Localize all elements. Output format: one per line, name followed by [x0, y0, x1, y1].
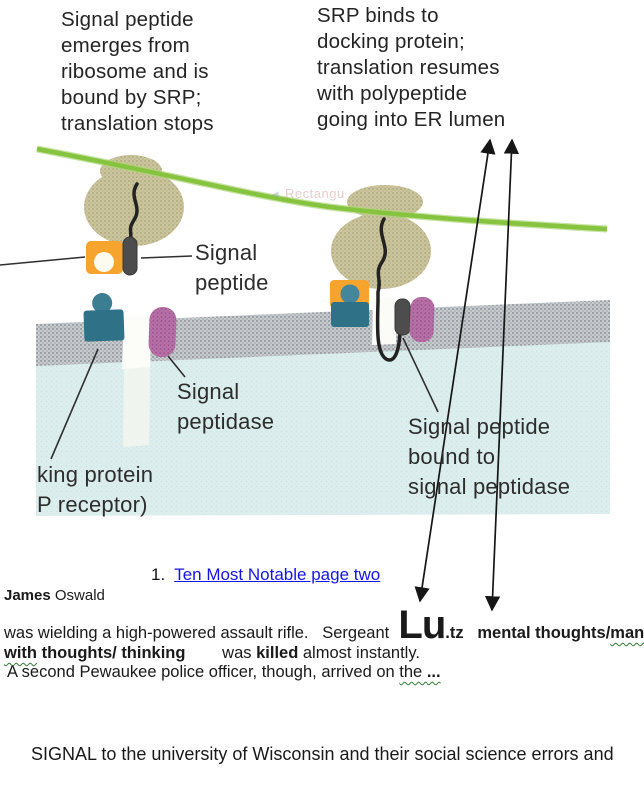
translocon-gap-right — [372, 297, 397, 345]
text-segment: almost instantly. — [298, 644, 420, 662]
caption-left: Signal peptide emerges from ribosome and… — [61, 8, 214, 135]
byline: James Oswald — [4, 587, 105, 604]
text-segment: A second Pewaukee police officer, though… — [7, 663, 400, 681]
text-segment: ... — [426, 663, 441, 681]
text-segment: mental thoughts/ — [477, 624, 611, 642]
label-signal-peptide: Signal peptide — [195, 240, 269, 295]
label-docking-protein: king protein P receptor) — [37, 462, 154, 517]
text-segment: killed — [256, 644, 299, 662]
text-segment: man — [610, 624, 644, 642]
list-number: 1. — [151, 565, 166, 584]
signal-peptide-rod-left — [122, 236, 138, 276]
annotation-arrows — [414, 138, 520, 612]
signal-peptidase-right — [409, 296, 435, 343]
label-signal-peptide-bound: Signal peptide bound to signal peptidase — [408, 414, 571, 499]
nascent-polypeptide-right — [375, 217, 402, 362]
mrna-strand-core — [36, 146, 608, 232]
arrow-lu-to-er-lumen — [414, 138, 496, 603]
srp-right — [330, 280, 369, 308]
leader-srp-left-edge — [0, 256, 86, 266]
para2: SIGNAL to the university of Wisconsin an… — [31, 701, 614, 794]
label-signal-peptidase: Signal peptidase — [177, 379, 275, 434]
snip-watermark: ◂ Rectangu — [272, 186, 345, 202]
leader-signal-peptide — [140, 255, 193, 259]
text-segment: with — [4, 644, 37, 662]
nascent-polypeptide-left — [128, 182, 139, 242]
para1-line1: was wielding a high-powered assault rifl… — [4, 603, 644, 647]
para2-line1: SIGNAL to the university of Wisconsin an… — [31, 744, 614, 766]
text-segment — [185, 644, 222, 662]
docking-protein-left — [83, 293, 125, 342]
text-segment: SIGNAL to the university of Wisconsin an… — [31, 744, 614, 764]
leader-docking-protein — [50, 348, 99, 460]
text-segment: Lu — [398, 603, 446, 647]
signal-peptidase-left — [148, 307, 177, 358]
leader-signal-peptidase — [167, 355, 186, 378]
text-segment: thoughts/ thinking — [37, 644, 186, 662]
text-segment: the — [399, 663, 427, 681]
translocon-gap-left — [122, 315, 152, 369]
para1-line3: A second Pewaukee police officer, though… — [7, 663, 441, 682]
arrow-mental-to-er-lumen — [484, 138, 520, 612]
text-segment: Oswald — [50, 587, 105, 604]
srp-left — [86, 241, 123, 274]
text-segment: .tz — [445, 624, 464, 642]
para1-line2: with thoughts/ thinking was killed almos… — [4, 644, 420, 663]
docking-protein-right — [331, 302, 369, 327]
text-segment: James — [4, 587, 51, 604]
numbered-list-item: 1. Ten Most Notable page two — [151, 565, 380, 585]
snip-watermark-label: Rectangu — [285, 186, 345, 201]
ribosome-right — [331, 185, 431, 289]
caption-right: SRP binds to docking protein; translatio… — [317, 4, 506, 131]
text-segment: was — [222, 644, 257, 662]
signal-peptide-rod-right — [394, 298, 411, 336]
text-segment — [464, 624, 478, 643]
ten-most-notable-link[interactable]: Ten Most Notable page two — [174, 565, 381, 584]
text-segment: was wielding a high-powered assault rifl… — [4, 624, 399, 642]
snip-arrow-icon: ◂ — [272, 186, 280, 201]
